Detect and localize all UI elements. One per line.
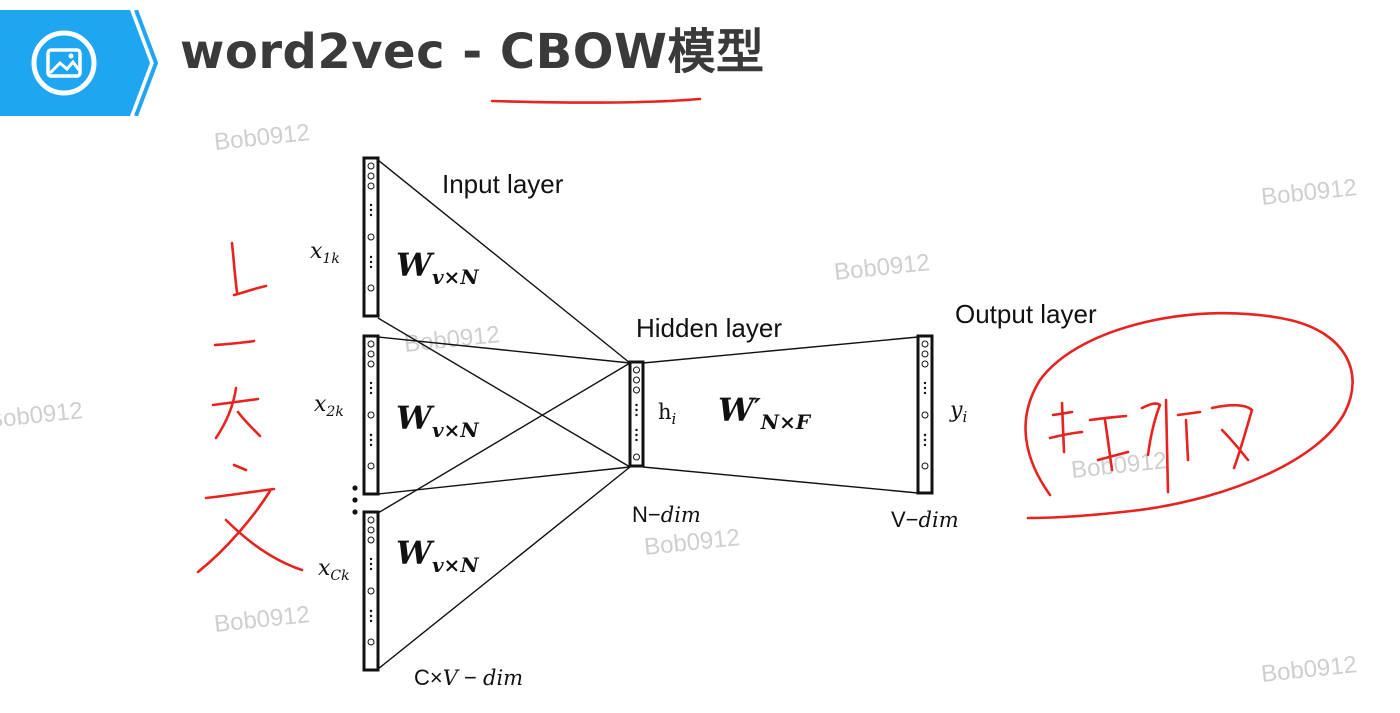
watermark: Bob0912 xyxy=(403,321,501,358)
input-vector-2 xyxy=(362,334,380,496)
edge-input2-bottom xyxy=(377,466,631,495)
hidden-label: hi xyxy=(658,400,677,428)
input-vector-1 xyxy=(362,156,380,318)
edge-input3-bottom xyxy=(377,466,631,670)
watermark: Bob0912 xyxy=(1070,447,1168,484)
hidden-vector xyxy=(628,360,645,468)
input-dim-label: C×V − dim xyxy=(414,665,523,690)
input-label-2: x2k xyxy=(314,392,344,420)
output-vector xyxy=(916,334,934,495)
watermark: Bob0912 xyxy=(213,601,311,638)
watermark: Bob0912 xyxy=(213,119,311,156)
title-underline xyxy=(490,97,702,104)
input-label-3: xCk xyxy=(318,556,350,584)
input-label-1: x1k xyxy=(310,239,340,267)
edge-input1-top xyxy=(377,159,631,364)
watermark: Bob0912 xyxy=(0,397,84,434)
edge-hidden-output-bottom xyxy=(642,466,919,494)
output-dim-label: V−dim xyxy=(891,507,959,532)
edge-hidden-output-top xyxy=(642,336,919,364)
hidden-dim-label: N−dim xyxy=(632,502,701,527)
output-label: yi xyxy=(949,398,967,426)
watermark: Bob0912 xyxy=(1260,651,1358,688)
weight-label-3: Wv×N xyxy=(396,534,479,577)
weight-label-1: Wv×N xyxy=(396,246,479,289)
edge-input1-bottom xyxy=(377,317,631,468)
hidden-layer-label: Hidden layer xyxy=(636,313,782,343)
ellipsis-dots xyxy=(352,485,358,515)
connections xyxy=(377,159,919,670)
input-layer-label: Input layer xyxy=(442,169,564,199)
output-layer-label: Output layer xyxy=(955,299,1097,329)
image-icon xyxy=(31,30,97,96)
edge-input3-top xyxy=(377,362,631,514)
header-badge-chevron xyxy=(134,10,159,116)
watermark: Bob0912 xyxy=(1260,174,1358,211)
watermark: Bob0912 xyxy=(643,524,741,561)
header-badge xyxy=(0,10,159,116)
handwritten-annotation-right xyxy=(1024,311,1354,520)
output-weight-label: W′N×F xyxy=(718,391,812,434)
watermark: Bob0912 xyxy=(833,249,931,286)
weight-label-2: Wv×N xyxy=(396,399,479,442)
page-title: word2vec - CBOW模型 xyxy=(180,24,765,80)
edge-input2-top xyxy=(377,336,631,364)
input-vector-3 xyxy=(362,510,380,672)
handwritten-annotation-left xyxy=(196,241,304,574)
